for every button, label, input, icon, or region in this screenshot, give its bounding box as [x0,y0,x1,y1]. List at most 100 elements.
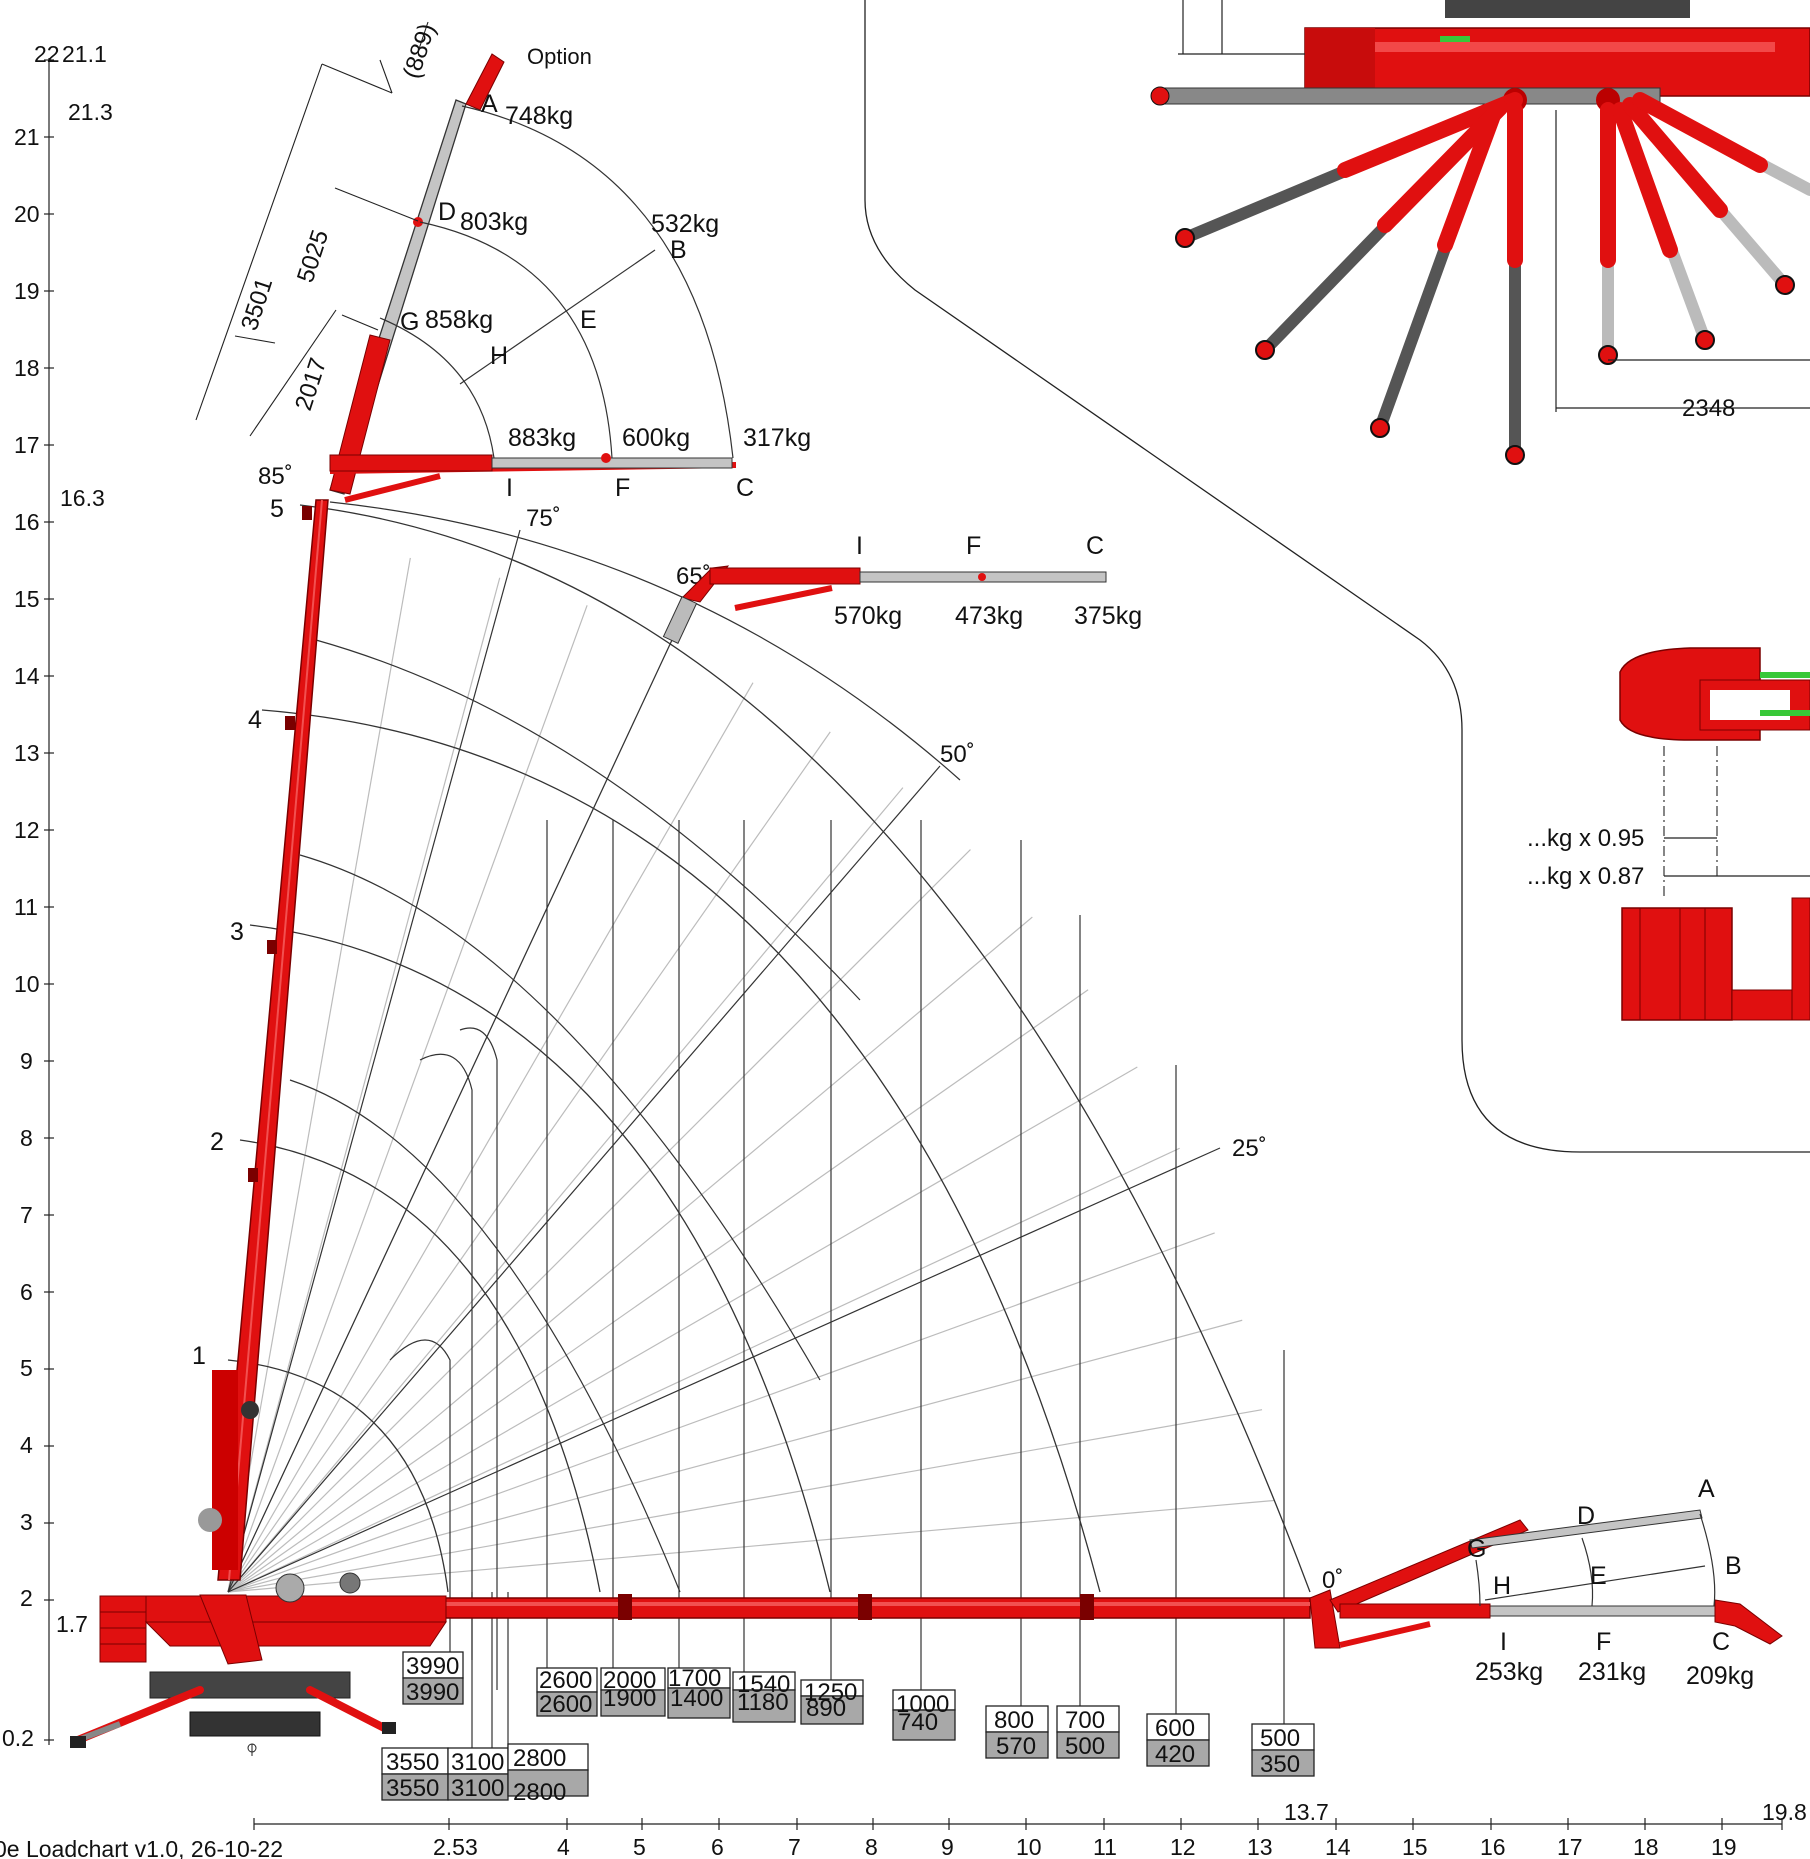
jib85-point-B: B [670,236,687,264]
x-tick-8: 8 [865,1834,878,1859]
y-tick-7: 7 [20,1202,33,1228]
jib0-load-F: 231kg [1578,1658,1646,1686]
angle-75: 75˚ [526,505,561,532]
jib85-point-A: A [481,90,498,118]
y-extra-21.1: 21.1 [62,41,107,67]
jib85-load-G: 858kg [425,306,493,334]
y-tick-19: 19 [14,278,40,304]
jib-dim-889: (889) [398,20,441,82]
jib0-point-F: F [1596,1628,1611,1656]
y-tick-13: 13 [14,740,40,766]
x-axis: 2.53 4 5 6 7 8 9 10 11 12 13 14 15 16 17… [253,1799,1807,1859]
svg-text:1180: 1180 [737,1689,789,1716]
boom-section-1: 1 [192,1342,206,1370]
jib-dim-5025: 5025 [292,227,334,286]
x-tick-10: 10 [1016,1834,1042,1859]
svg-text:740: 740 [898,1709,938,1736]
y-extra-16.3: 16.3 [60,485,105,511]
svg-text:890: 890 [806,1695,846,1722]
radial-grid-line [227,577,501,1593]
svg-text:3100: 3100 [451,1775,504,1802]
boom-section-5: 5 [270,495,284,523]
x-tick-16: 16 [1480,1834,1506,1859]
x-tick-14: 14 [1325,1834,1351,1859]
radial-grid-line [227,1409,1263,1593]
y-tick-8: 8 [20,1125,33,1151]
svg-text:570: 570 [996,1733,1036,1760]
svg-text:600: 600 [1155,1715,1195,1742]
y-tick-22: 22 [34,41,60,67]
svg-text:2600: 2600 [539,1667,592,1694]
angle-25: 25˚ [1232,1135,1267,1162]
y-tick-6: 6 [20,1279,33,1305]
y-tick-9: 9 [20,1048,33,1074]
x-tick-9: 9 [941,1834,954,1859]
jib85-point-H: H [490,342,508,370]
jib85-load-I: 883kg [508,424,576,452]
horizontal-boom: A D G B E H I 253kg F 231kg C 209kg [439,1475,1783,1690]
svg-text:2800: 2800 [513,1779,566,1806]
jib65-point-C: C [1086,532,1104,560]
jib85-point-I: I [506,474,513,502]
x-tick-13: 13 [1247,1834,1273,1859]
svg-text:700: 700 [1065,1707,1105,1734]
svg-text:500: 500 [1065,1733,1105,1760]
jib0-point-H: H [1493,1572,1511,1600]
jib-65: I 570kg F 473kg C 375kg [662,532,1142,644]
svg-text:1700: 1700 [668,1665,721,1692]
x-tick-5: 5 [633,1834,646,1859]
svg-text:500: 500 [1260,1725,1300,1752]
jib85-load-B: 532kg [651,210,719,238]
jib85-point-C: C [736,474,754,502]
y-tick-18: 18 [14,355,40,381]
jib-dim-3501: 3501 [236,275,278,334]
svg-text:1540: 1540 [737,1671,790,1698]
y-axis: 0.2 1.7 2 3 4 5 6 7 8 9 10 11 12 13 14 1… [2,41,113,1751]
angle-50: 50˚ [940,741,975,768]
jib-dim-2017: 2017 [290,355,332,414]
jib0-load-C: 209kg [1686,1662,1754,1690]
svg-text:3990: 3990 [406,1679,459,1706]
jib85-point-F: F [615,474,630,502]
radial-grid-line [227,1147,1180,1593]
x-tick-6: 6 [711,1834,724,1859]
y-tick-20: 20 [14,201,40,227]
footer-caption: 0e Loadchart v1.0, 26-10-22 [0,1836,283,1859]
svg-text:1900: 1900 [603,1685,656,1712]
outrigger-dimension: 2348 [1682,395,1735,422]
jib85-load-A: 748kg [505,102,573,130]
x-tick-7: 7 [788,1834,801,1859]
jib85-load-F: 600kg [622,424,690,452]
radial-grid-line [227,1066,1138,1593]
jib85-point-E: E [580,306,597,334]
angle-0: 0˚ [1322,1567,1343,1594]
svg-text:2000: 2000 [603,1667,656,1694]
jib85-point-D: D [438,198,456,226]
jib0-point-B: B [1725,1552,1742,1580]
jib65-load-I: 570kg [834,602,902,630]
x-tick-12: 12 [1170,1834,1196,1859]
main-boom: 1 2 3 4 5 [192,495,329,1581]
jib-85: (889) 5025 3501 2017 Option A 748kg D 80… [195,20,811,503]
jib0-load-I: 253kg [1475,1658,1543,1686]
y-tick-1.7: 1.7 [56,1611,88,1637]
crane-top-view: 2348 [1150,0,1810,465]
radial-grid-line [227,849,971,1593]
x-extra-13.7: 13.7 [1284,1799,1329,1825]
jib65-load-F: 473kg [955,602,1023,630]
x-tick-4: 4 [557,1834,570,1859]
jib0-point-A: A [1698,1475,1715,1503]
